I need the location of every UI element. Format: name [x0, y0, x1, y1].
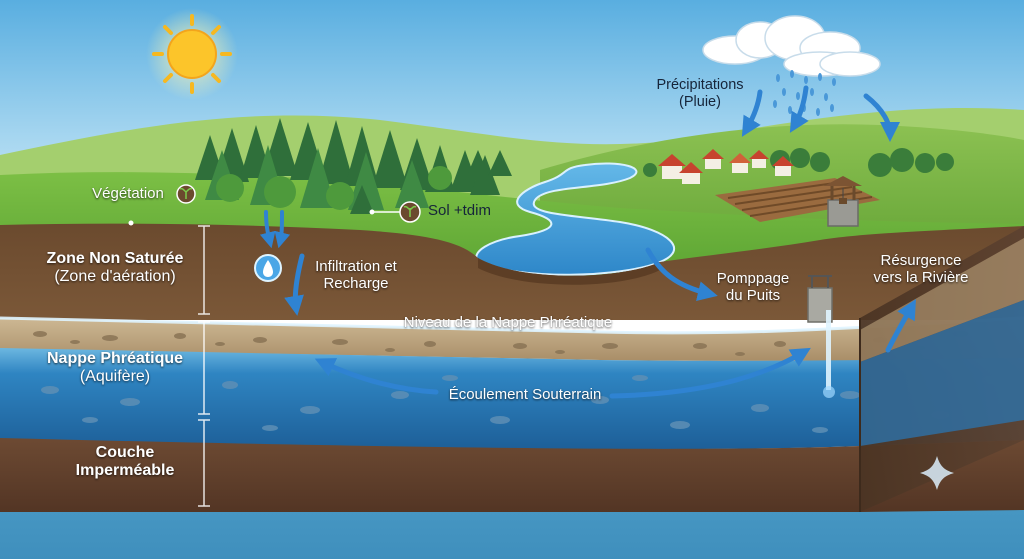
water-table-band [0, 318, 1024, 361]
label-impermeable-layer: Couche Imperméable [60, 444, 190, 481]
cloud-icon [702, 15, 881, 77]
river [475, 162, 675, 276]
label-infiltration: Infiltration et Recharge [300, 258, 412, 293]
label-precipitation-line2: (Pluie) [679, 93, 721, 110]
vegetation-icon [176, 184, 196, 204]
label-unsaturated-zone: Zone Non Saturée (Zone d'aération) [30, 250, 200, 287]
soil-icon [369, 201, 421, 223]
sun-icon [146, 8, 238, 100]
label-resurgence-line1: Résurgence [880, 252, 962, 269]
label-unsaturated-zone-line1: Zone Non Saturée [46, 250, 184, 267]
flow-arrows [259, 85, 916, 399]
label-infiltration-line1: Infiltration et [315, 258, 397, 275]
label-infiltration-line2: Recharge [323, 275, 389, 293]
label-precipitation-line1: Précipitations [656, 77, 744, 93]
label-groundwater-flow: Écoulement Souterrain [448, 386, 602, 403]
label-unsaturated-zone-line2: (Zone d'aération) [54, 268, 176, 286]
aquifer [0, 348, 1024, 450]
pump-well [807, 275, 835, 398]
marker-dot [128, 220, 134, 226]
farm-field [715, 178, 880, 222]
water-drop-icon [254, 254, 282, 282]
label-pumping: Pomppage du Puits [708, 270, 798, 305]
house-icon [658, 149, 794, 184]
label-aquifer: Nappe Phréatique (Aquifère) [40, 350, 190, 387]
label-pumping-line2: du Puits [725, 287, 781, 305]
impermeable-layer [0, 438, 1024, 512]
label-precipitation: Précipitations (Pluie) [638, 77, 762, 110]
label-pumping-line1: Pomppage [716, 270, 790, 287]
label-aquifer-line2: (Aquifère) [79, 368, 151, 386]
label-aquifer-line1: Nappe Phréatique [46, 350, 184, 367]
label-impermeable-layer-line1: Couche [95, 444, 155, 461]
label-impermeable-layer-line2: Imperméable [75, 462, 175, 480]
tree-icon [195, 118, 954, 214]
sparkle-icon [920, 456, 954, 490]
label-resurgence: Résurgence vers la Rivière [856, 252, 986, 287]
label-water-table-level: Niveau de la Nappe Phréatique [403, 314, 613, 331]
well-icon [824, 176, 862, 227]
depth-ruler [198, 225, 210, 507]
pebbles [33, 331, 998, 433]
label-vegetation: Végétation [92, 185, 164, 202]
label-soil: Sol +tdim [428, 202, 491, 219]
label-resurgence-line2: vers la Rivière [873, 269, 969, 287]
